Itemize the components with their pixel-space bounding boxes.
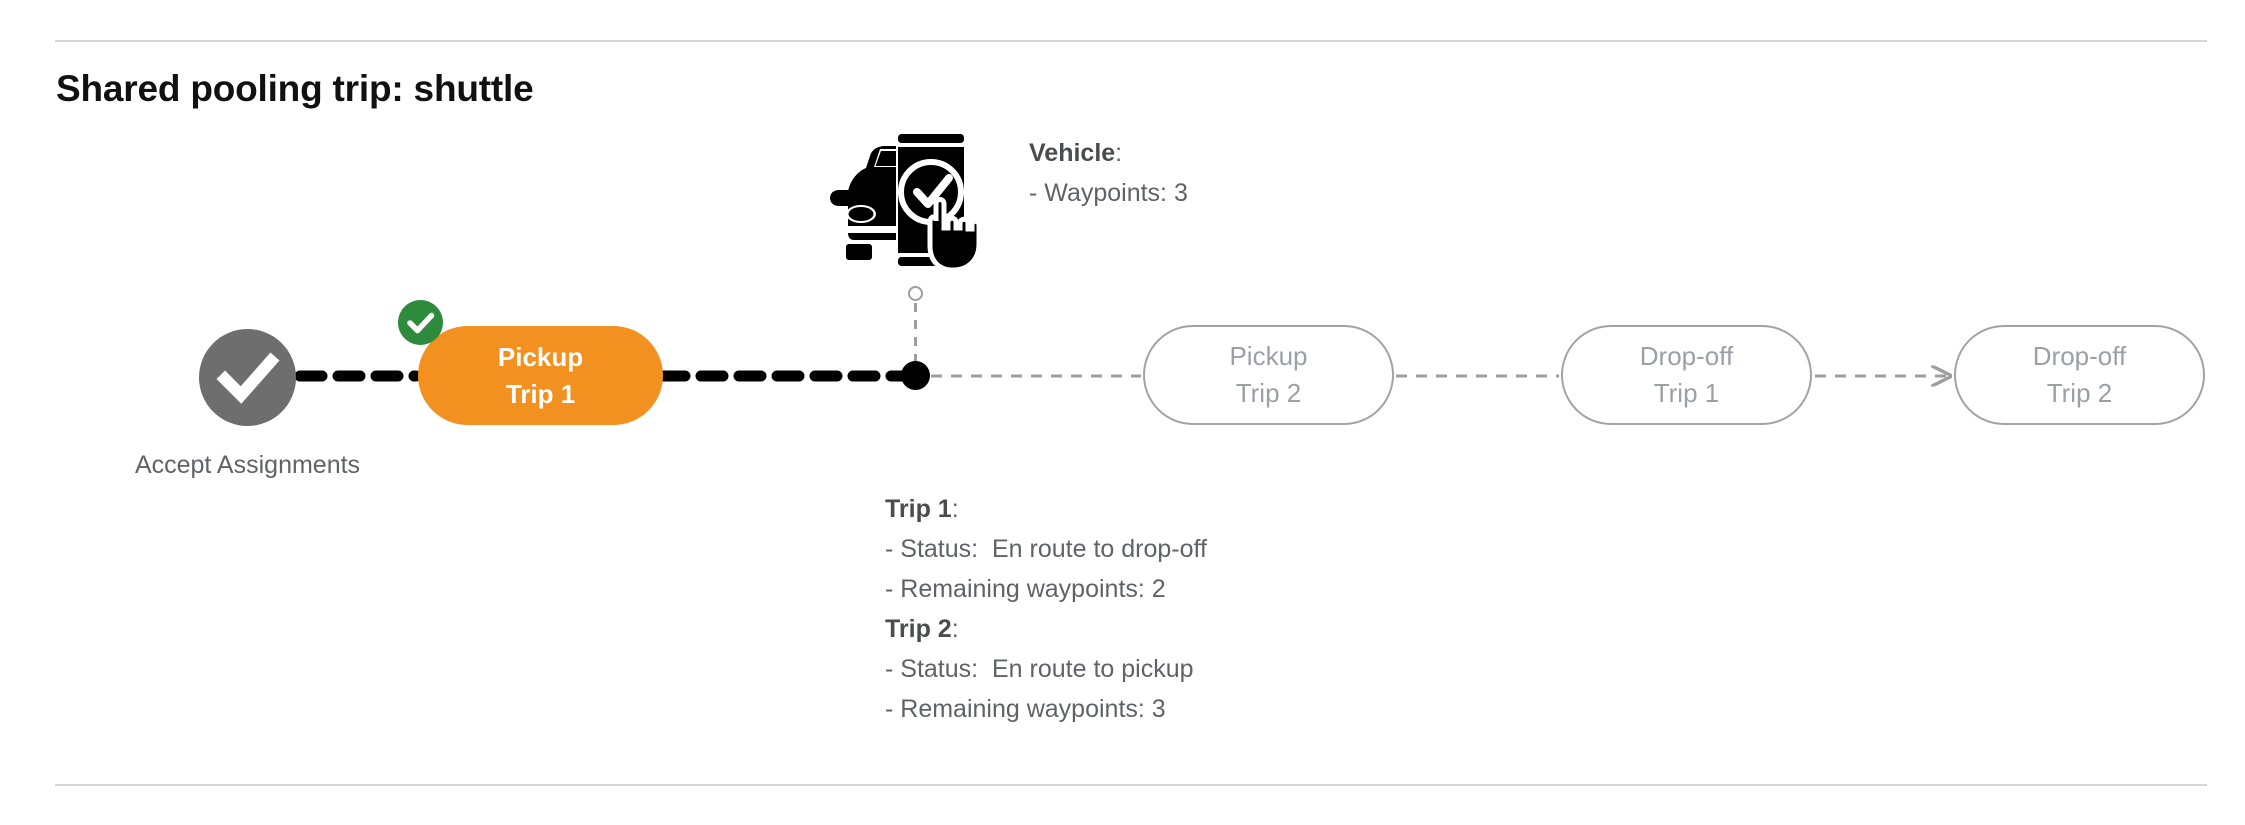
trip-2-heading: Trip 2:	[885, 615, 959, 643]
vehicle-annotation-heading: Vehicle:	[1029, 139, 1123, 167]
trips-annotation: Trip 1: - Status: En route to drop-off -…	[885, 489, 1207, 729]
bottom-divider	[55, 784, 2207, 786]
check-circle-icon	[216, 352, 280, 404]
trip-1-heading: Trip 1:	[885, 495, 959, 523]
completed-check-badge	[398, 300, 443, 345]
trip-2-status: - Status: En route to pickup	[885, 655, 1194, 683]
accept-assignments-node[interactable]	[199, 329, 296, 426]
trip-1-status: - Status: En route to drop-off	[885, 535, 1207, 563]
page-title: Shared pooling trip: shuttle	[56, 68, 534, 109]
vehicle-anchor-ring-icon	[908, 286, 923, 301]
check-badge-icon	[407, 312, 435, 334]
trip-2-waypoints: - Remaining waypoints: 3	[885, 695, 1166, 723]
accept-assignments-label: Accept Assignments	[134, 451, 361, 479]
trip-1-waypoints: - Remaining waypoints: 2	[885, 575, 1166, 603]
top-divider	[55, 40, 2207, 42]
vehicle-waypoints-line: - Waypoints: 3	[1029, 179, 1188, 207]
car-phone-check-icon	[818, 122, 978, 274]
vehicle-annotation: Vehicle: - Waypoints: 3	[1029, 133, 1188, 213]
current-position-dot	[901, 361, 930, 390]
